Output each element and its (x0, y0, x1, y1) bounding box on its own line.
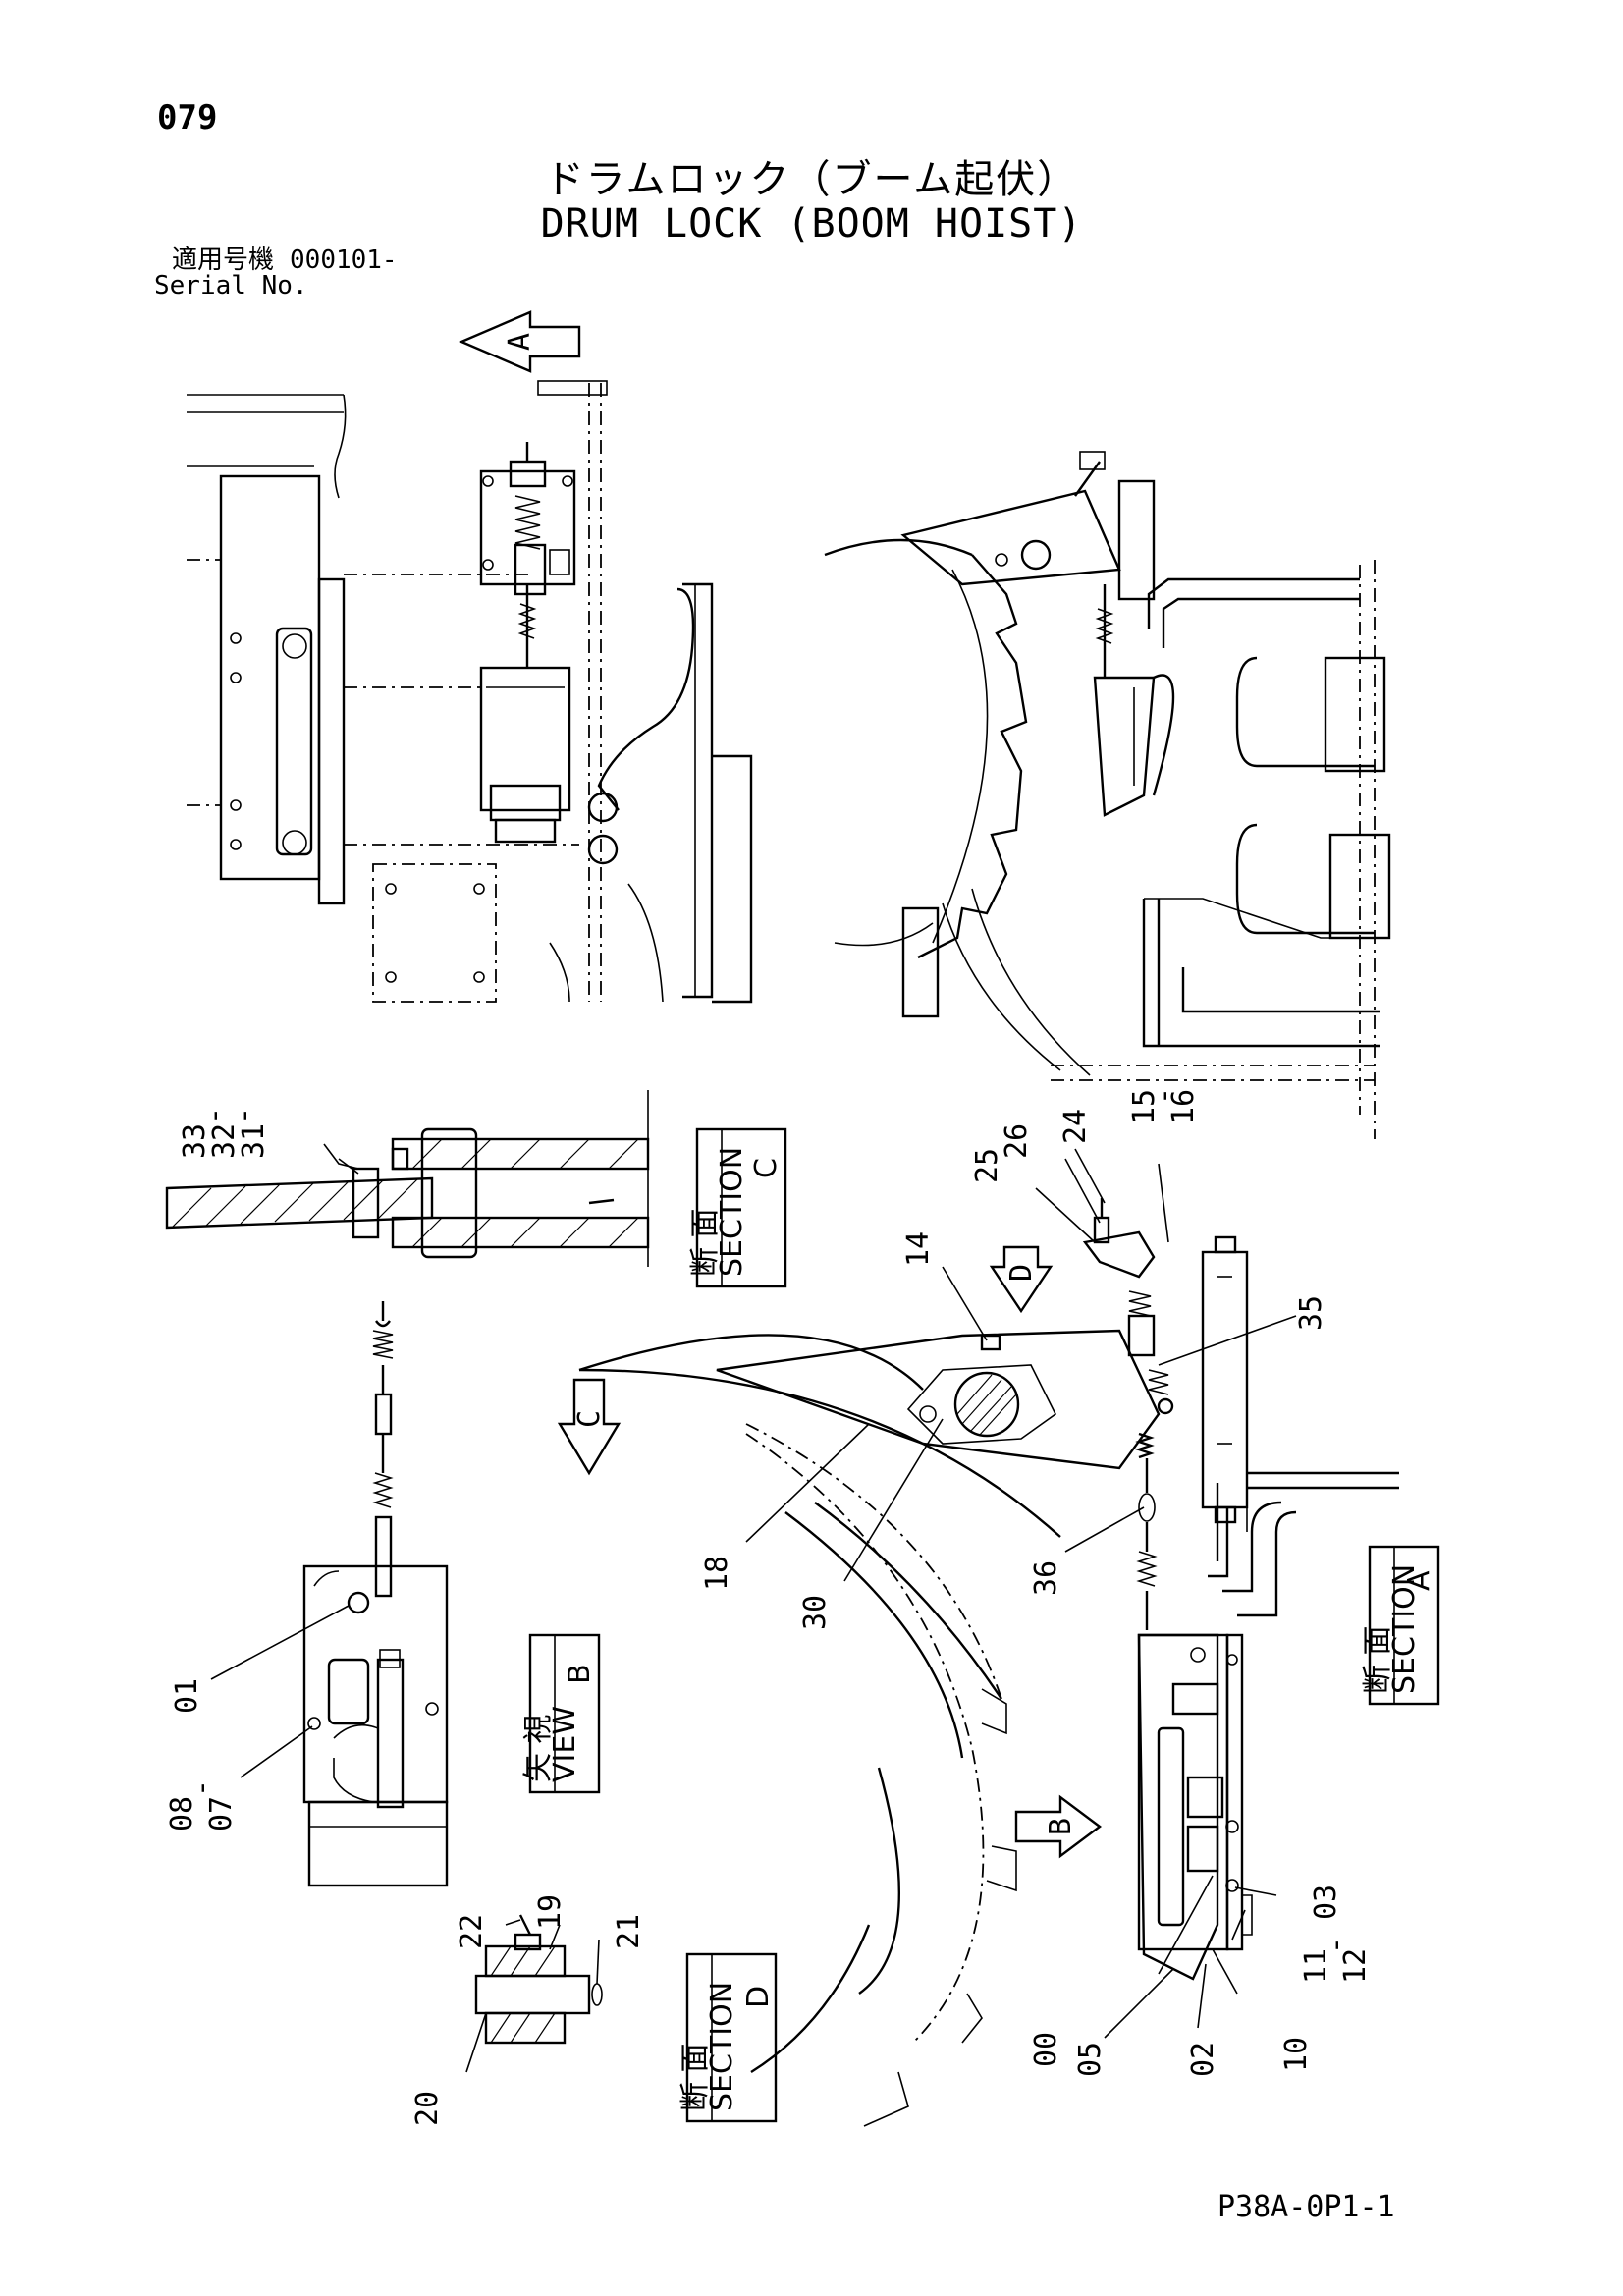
section-a-box: 断 面 SECTION A (1361, 1545, 1440, 1706)
svg-text:矢 視: 矢 視 (521, 1714, 556, 1782)
drawing-code: P38A-0P1-1 (1217, 2190, 1395, 2224)
callout-15: 15 (1127, 1089, 1162, 1124)
view-arrow-a: A (458, 310, 581, 373)
svg-text:A: A (503, 333, 537, 351)
callout-range-dash: - (197, 1107, 232, 1124)
callout-01: 01 (170, 1678, 204, 1714)
callout-24: 24 (1058, 1109, 1093, 1144)
callout-11: 11 (1299, 1948, 1333, 1984)
view-arrow-b: B (1014, 1794, 1102, 1859)
callout-00: 00 (1029, 2032, 1063, 2067)
applicable-serial: 適用号機 000101- Serial No. (154, 246, 398, 299)
callout-26: 26 (1000, 1123, 1034, 1159)
svg-text:A: A (1402, 1570, 1436, 1591)
page-number: 079 (157, 98, 218, 137)
callout-32: 32 (207, 1123, 242, 1159)
svg-text:SECTION: SECTION (705, 1982, 739, 2111)
serial-label: Serial No. (154, 271, 308, 301)
serial-number-value: 000101- (290, 246, 398, 275)
callout-22: 22 (455, 1914, 489, 1949)
section-c-box: 断 面 SECTION C (688, 1127, 787, 1288)
callout-36: 36 (1029, 1560, 1063, 1596)
callout-range-dash: - (1319, 1937, 1353, 1954)
callout-12: 12 (1338, 1948, 1373, 1984)
callout-14: 14 (901, 1231, 936, 1267)
view-arrow-d: D (989, 1245, 1054, 1314)
svg-text:B: B (1044, 1818, 1078, 1835)
svg-text:C: C (572, 1410, 607, 1428)
applicable-label: 適用号機 (172, 246, 275, 275)
title-english: DRUM LOCK (BOOM HOIST) (540, 201, 1083, 246)
callout-02: 02 (1186, 2042, 1220, 2077)
callout-30: 30 (798, 1595, 833, 1630)
callout-10: 10 (1279, 2037, 1314, 2072)
section-a-view (578, 1198, 1399, 2127)
callout-21: 21 (612, 1914, 646, 1949)
callout-31: 31 (237, 1123, 271, 1159)
svg-text:断 面: 断 面 (1361, 1625, 1395, 1694)
section-d-box: 断 面 SECTION D (678, 1952, 778, 2123)
callout-05: 05 (1073, 2042, 1108, 2077)
title-japanese: ドラムロック（ブーム起伏） (544, 157, 1079, 202)
callout-03: 03 (1309, 1885, 1343, 1920)
callout-range-dash: - (227, 1107, 261, 1124)
callout-08: 08 (165, 1796, 199, 1831)
svg-text:B: B (563, 1664, 597, 1684)
svg-text:VIEW: VIEW (548, 1706, 582, 1782)
view-b-box: 矢 視 VIEW B (521, 1633, 601, 1794)
callout-range-dash: - (1147, 1087, 1181, 1105)
callout-25: 25 (970, 1148, 1004, 1183)
callout-18: 18 (700, 1556, 734, 1591)
leader-lines (210, 1148, 1297, 2073)
view-b-lock-unit (302, 1301, 449, 1887)
svg-text:SECTION: SECTION (1387, 1564, 1422, 1694)
callout-35: 35 (1294, 1295, 1328, 1331)
svg-text:SECTION: SECTION (715, 1147, 749, 1277)
view-arrow-c: C (557, 1378, 622, 1476)
section-d-view (474, 1914, 603, 2045)
svg-text:断 面: 断 面 (678, 2043, 713, 2111)
callout-07: 07 (204, 1796, 239, 1831)
callout-20: 20 (410, 2091, 445, 2126)
callout-19: 19 (533, 1894, 568, 1930)
svg-text:断 面: 断 面 (688, 1208, 723, 1277)
callout-16: 16 (1166, 1089, 1201, 1124)
callouts: 33 - 32 - 31 26 25 24 15 - 16 14 35 18 3… (165, 1087, 1373, 2126)
svg-text:C: C (749, 1158, 784, 1178)
top-side-view (824, 451, 1391, 1139)
callout-33: 33 (178, 1123, 212, 1159)
callout-range-dash: - (185, 1779, 219, 1797)
top-plan-view (187, 380, 753, 1004)
svg-text:D: D (1004, 1264, 1039, 1282)
section-c-view (165, 1090, 650, 1267)
svg-text:D: D (741, 1986, 776, 2008)
